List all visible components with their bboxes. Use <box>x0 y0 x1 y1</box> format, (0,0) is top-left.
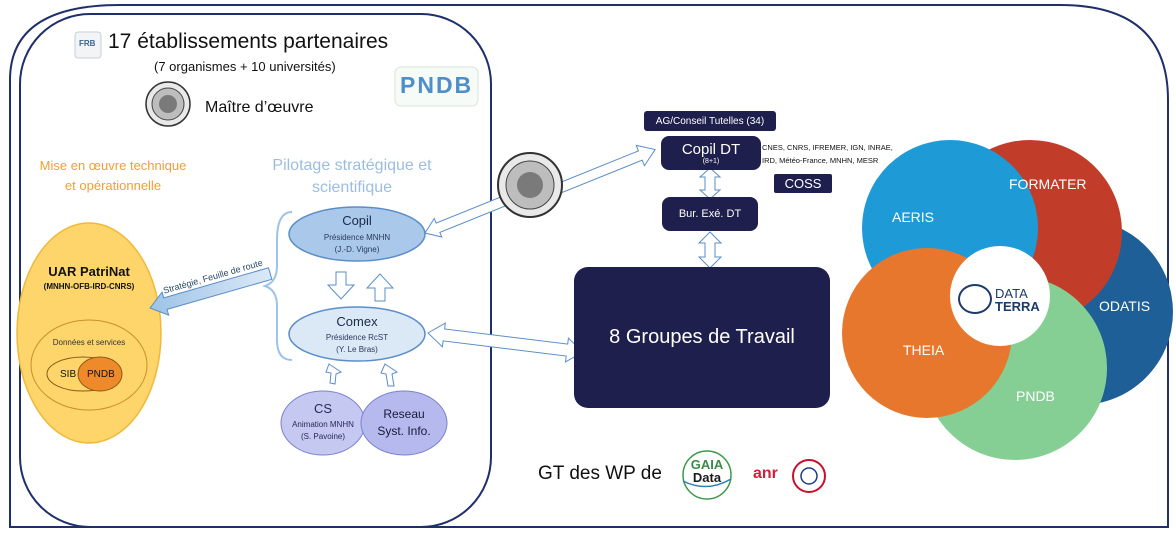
comex-groupes-arrow <box>427 322 584 363</box>
cs-title: CS <box>313 401 333 416</box>
outer-frame <box>9 4 1169 528</box>
pilotage-label: Pilotage stratégique et scientifique <box>272 157 432 196</box>
copil-title: Copil <box>342 213 372 228</box>
mise-en-oeuvre-label: Mise en œuvre technique et opérationnell… <box>39 158 187 193</box>
data-terra-globe-icon <box>958 284 992 314</box>
copil-person: (J.-D. Vigne) <box>334 245 380 254</box>
cs-animation: Animation MNHN <box>292 420 354 429</box>
comex-presidence: Présidence RcST <box>325 333 389 342</box>
copildt-bur-arrow <box>698 167 722 200</box>
services-label: Données et services <box>52 338 126 347</box>
strategy-arrow <box>149 267 273 316</box>
formater-label: FORMATER <box>1009 176 1087 192</box>
comex-cs-arrows <box>325 363 399 387</box>
copil-dt-sub: (8+1) <box>702 158 720 165</box>
up-arrow <box>365 273 395 302</box>
reseau-ellipse <box>360 390 448 456</box>
cs-person: (S. Pavoine) <box>300 432 346 441</box>
uar-subtitle: (MNHN-OFB-IRD-CNRS) <box>43 282 135 291</box>
uar-title: UAR PatriNat <box>48 264 130 279</box>
sib-label: SIB <box>60 369 77 380</box>
copil-presidence: Présidence MNHN <box>323 233 391 242</box>
gaia-data-logo <box>682 450 732 500</box>
data-terra-circles <box>842 140 1173 460</box>
down-arrow <box>326 271 356 300</box>
left-frame <box>19 13 492 528</box>
copil-dt-title: Copil DT <box>681 141 741 158</box>
odatis-label: ODATIS <box>1099 298 1151 314</box>
coss-box: COSS <box>774 174 832 193</box>
reseau-line-2: Syst. Info. <box>377 424 431 438</box>
brace <box>261 211 293 361</box>
seal-copildt-arrow <box>552 144 656 196</box>
pndb-logo-frame <box>394 66 479 107</box>
bur-box: Bur. Exé. DT <box>662 197 758 231</box>
copil-dt-box: Copil DT (8+1) <box>661 136 761 170</box>
pndb-logo-text: PNDB <box>400 72 474 98</box>
theia-label: THEIA <box>903 342 945 358</box>
republic-logo <box>792 459 826 493</box>
groupes-box: 8 Groupes de Travail <box>574 267 830 408</box>
ag-box: AG/Conseil Tutelles (34) <box>644 111 776 131</box>
copil-ellipse <box>288 206 426 262</box>
pndb-inner-label: PNDB <box>87 369 115 380</box>
aeris-label: AERIS <box>892 209 935 225</box>
reseau-line-1: Reseau <box>383 407 425 421</box>
partners-title: 17 établissements partenaires <box>108 30 389 53</box>
partners-subtitle: (7 organismes + 10 universités) <box>154 59 336 74</box>
frb-logo <box>74 31 102 59</box>
gt-wp-label: GT des WP de <box>538 463 662 484</box>
comex-title: Comex <box>336 314 378 329</box>
seal-icon-left <box>145 81 191 127</box>
seal-icon-middle <box>497 152 563 218</box>
comex-ellipse <box>288 306 426 362</box>
pndb-circle-label: PNDB <box>1016 388 1055 404</box>
comex-person: (Y. Le Bras) <box>336 345 378 354</box>
anr-logo: anr <box>753 465 778 482</box>
data-terra-center <box>950 246 1050 346</box>
frb-logo-text: FRB <box>79 39 96 48</box>
copil-dt-members: CNES, CNRS, IFREMER, IGN, INRAE, IRD, Mé… <box>762 143 893 165</box>
bur-groupes-arrow <box>697 231 723 269</box>
gaia-logo-text: GAIA Data <box>690 457 724 485</box>
data-terra-logo: DATA TERRA <box>995 286 1040 314</box>
maitre-label: Maître d’œuvre <box>205 99 314 116</box>
pndb-inner-ellipse <box>77 356 123 392</box>
